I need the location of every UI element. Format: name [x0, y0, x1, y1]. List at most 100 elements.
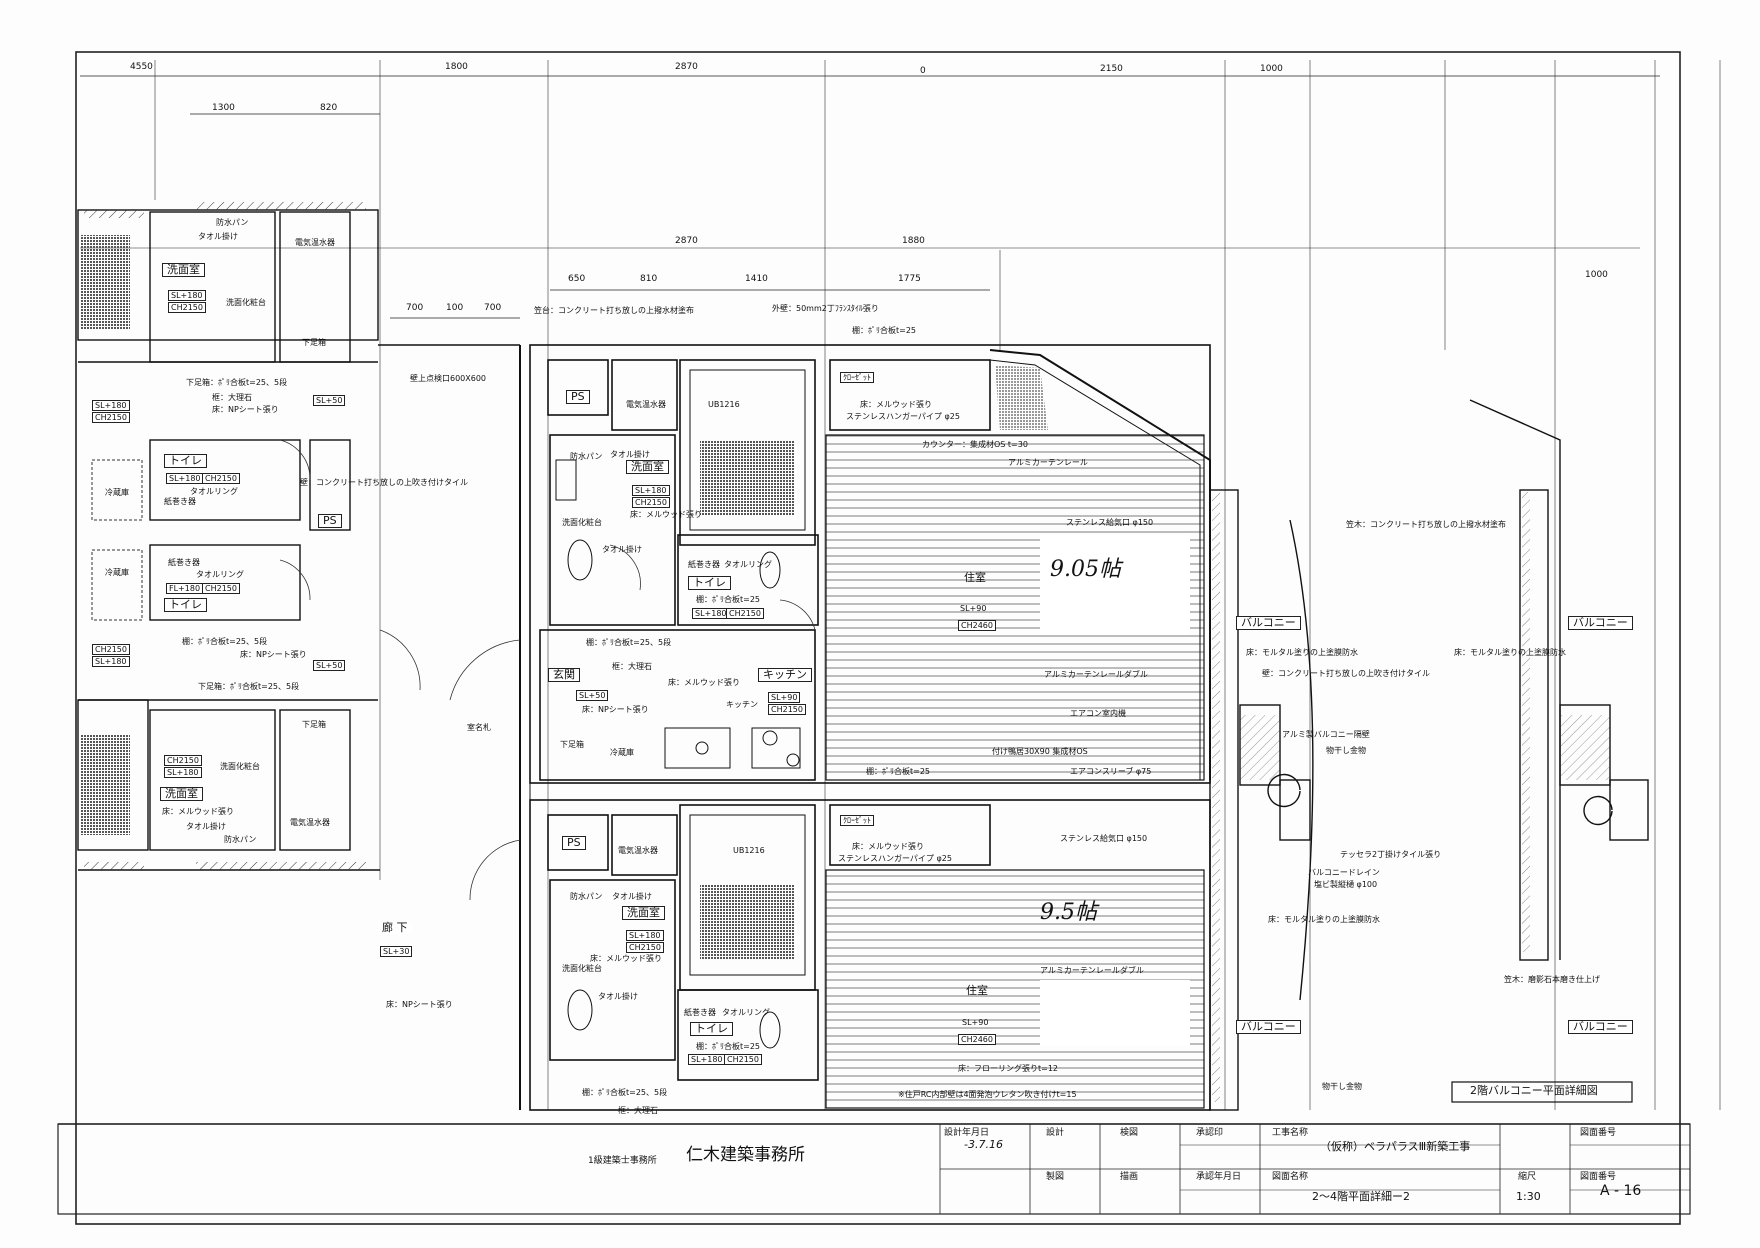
left-tag-ch2150-b: CH2150 [92, 412, 130, 423]
balcony-tessera: テッセラ2丁掛けタイル張り [1340, 850, 1442, 859]
upper-living-sl90: SL+90 [960, 604, 987, 613]
tb-office-name: 仁木建築事務所 [686, 1145, 805, 1165]
parapet-note: 笠台：コンクリート打ち放しの上撥水材塗布 [534, 306, 694, 315]
lower-wash-floor: 床：メルウッド張り [590, 954, 662, 963]
balcony-label-1: バルコニー [1236, 616, 1301, 630]
handwritten-area-lower: 9.5帖 [1040, 900, 1097, 925]
tb-project-label: 工事名称 [1272, 1128, 1309, 1138]
left-water-heater: 電気温水器 [295, 238, 335, 247]
upper-fixture: 付け鴨居30X90 集成材OS [992, 747, 1088, 756]
left-tag-sl180-b: SL+180 [92, 400, 130, 411]
lower-living-label: 住室 [966, 984, 988, 997]
upper-towel-ring: タオルリング [724, 560, 772, 569]
dim-1000: 1000 [1260, 64, 1283, 74]
upper-vent: ステンレス給気口 φ150 [1066, 518, 1154, 527]
upper-shoebox: 下足箱 [560, 740, 584, 749]
upper-toilet-label: トイレ [688, 576, 731, 590]
dim-2870-b: 2870 [675, 236, 698, 246]
lower-closet-label: ｸﾛｰｾﾞｯﾄ [840, 815, 874, 826]
tb-scale-label: 縮尺 [1518, 1172, 1537, 1182]
dim-2870: 2870 [675, 62, 698, 72]
balcony-drying: 物干し金物 [1326, 746, 1366, 755]
lower-wash-ch2150: CH2150 [626, 942, 664, 953]
left-marble: 框：大理石 [212, 393, 252, 402]
lower-double-rail: アルミカーテンレールダブル [1040, 966, 1144, 975]
upper-entrance-floor: 床：メルウッド張り [668, 678, 740, 687]
left-waterproof-pan-b: 防水パン [224, 835, 257, 844]
upper-sleeve: エアコンスリーブ φ75 [1070, 767, 1152, 776]
balcony-coping2: 笠木：磨影石本磨き仕上げ [1504, 975, 1600, 984]
lower-toilet-sl180: SL+180 [688, 1054, 726, 1065]
balcony-label-3: バルコニー [1568, 616, 1633, 630]
balcony-drain: バルコニードレイン [1308, 868, 1380, 877]
balcony-drying-b: 物干し金物 [1322, 1082, 1362, 1091]
left-tag-ch2150: CH2150 [168, 302, 206, 313]
upper-towel-bar: タオル掛け [610, 450, 650, 459]
upper-kitchen-label: キッチン [758, 668, 812, 682]
dim-820: 820 [320, 103, 338, 113]
left-paper: 紙巻き器 [164, 497, 196, 506]
tb-drawing-no-label: 図面番号 [1580, 1128, 1617, 1138]
left-washroom-label-b: 洗面室 [160, 787, 203, 801]
lower-hanger: ステンレスハンガーパイプ φ25 [838, 854, 952, 863]
upper-ps-label: PS [566, 390, 590, 404]
left-paper-b: 紙巻き器 [168, 558, 200, 567]
upper-wash-sl180: SL+180 [632, 485, 670, 496]
upper-shelf-5: 棚：ﾎﾟﾘ合板t=25、5段 [586, 638, 672, 647]
balcony-wall: 壁：コンクリート打ち放しの上吹き付けタイル [1262, 669, 1430, 678]
upper-living-ch2460: CH2460 [958, 620, 996, 631]
dim-700-b: 700 [484, 303, 502, 313]
left-shoebox-b: 下足箱 [302, 720, 326, 729]
tb-drawing-name: 2〜4階平面詳細ー2 [1312, 1190, 1410, 1203]
left-tag-sl180: SL+180 [168, 290, 206, 301]
lower-toilet-shelf: 棚：ﾎﾟﾘ合板t=25 [696, 1042, 761, 1051]
upper-kitchen-note: キッチン [726, 700, 758, 709]
left-np-sheet-b: 床：NPシート張り [240, 650, 307, 659]
lower-floor-melwood: 床：メルウッド張り [852, 842, 924, 851]
upper-np-sheet: 床：NPシート張り [582, 705, 649, 714]
dim-650: 650 [568, 274, 586, 284]
lower-flooring: 床：フローリング張りt=12 [958, 1064, 1059, 1073]
tb-check-label: 検図 [1120, 1128, 1139, 1138]
tb-approve-label: 承認印 [1196, 1128, 1224, 1138]
upper-wash-floor: 床：メルウッド張り [630, 510, 702, 519]
tb-draw-label: 製図 [1046, 1172, 1065, 1182]
left-shelf-lower-b: 下足箱：ﾎﾟﾘ合板t=25、5段 [198, 682, 300, 691]
upper-kitchen-ch2150: CH2150 [768, 704, 806, 715]
left-tag-fl180: FL+180 [166, 583, 204, 594]
tb-design-label: 設計 [1046, 1128, 1065, 1138]
upper-closet-label: ｸﾛｰｾﾞｯﾄ [840, 372, 874, 383]
balcony-mortar-3: 床：モルタル塗りの上塗膜防水 [1268, 915, 1380, 924]
lower-towel-bar-b: タオル掛け [598, 992, 638, 1001]
left-toilet-ch2150: CH2150 [202, 473, 240, 484]
lower-toilet-label: トイレ [690, 1022, 733, 1036]
left-shoebox: 下足箱 [302, 338, 326, 347]
upper-towel-bar-b: タオル掛け [602, 545, 642, 554]
upper-tag-sl50: SL+50 [576, 690, 609, 701]
tb-design-date: -3.7.16 [964, 1138, 1003, 1151]
lower-toilet-ch2150: CH2150 [724, 1054, 762, 1065]
upper-washroom-label: 洗面室 [626, 460, 669, 474]
tb-trace-label: 描画 [1120, 1172, 1139, 1182]
upper-marble: 框：大理石 [612, 662, 652, 671]
balcony-coping: 笠木：コンクリート打ち放しの上撥水材塗布 [1346, 520, 1506, 529]
left-water-heater-b: 電気温水器 [290, 818, 330, 827]
dim-1800: 1800 [445, 62, 468, 72]
lower-urethane: ※住戸RC内部壁は4面発泡ウレタン吹き付けt=15 [898, 1090, 1077, 1099]
tb-office-class: 1級建築士事務所 [588, 1156, 657, 1166]
upper-shelf-bottom: 棚：ﾎﾟﾘ合板t=25 [866, 767, 931, 776]
dim-700-a: 700 [406, 303, 424, 313]
dim-100: 100 [446, 303, 464, 313]
left-np-sheet: 床：NPシート張り [212, 405, 279, 414]
left-fridge-b: 冷蔵庫 [105, 568, 129, 577]
dim-1410: 1410 [745, 274, 768, 284]
corridor-tag-sl30: SL+30 [380, 946, 413, 957]
balcony-pvc: 塩ビ製縦樋 φ100 [1314, 880, 1378, 889]
lower-wash-sl180: SL+180 [626, 930, 664, 941]
left-waterproof-pan: 防水パン [216, 218, 249, 227]
dim-0: 0 [920, 66, 926, 76]
lower-living-ch2460: CH2460 [958, 1034, 996, 1045]
left-vanity-b: 洗面化粧台 [220, 762, 260, 771]
